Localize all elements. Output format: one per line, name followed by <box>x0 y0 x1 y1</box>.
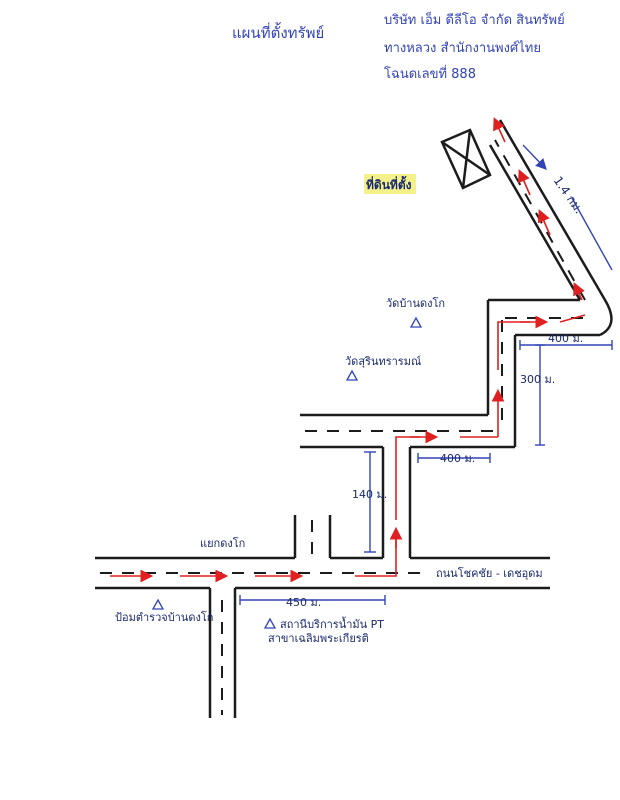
distance-400-mid: 400 ม. <box>440 452 475 465</box>
route-path <box>110 117 586 583</box>
map-title: แผนที่ตั้งทรัพย์ <box>232 22 324 42</box>
station-label-2: สาขาเฉลิมพระเกียรติ <box>268 632 369 645</box>
station-label: สถานีบริการน้ำมัน PT <box>280 616 384 631</box>
temple-2-marker <box>345 369 359 381</box>
temple-2-label: วัดสุรินทรารมณ์ <box>345 355 421 368</box>
property-label: ที่ดินที่ตั้ง <box>366 175 412 192</box>
distance-300: 300 ม. <box>520 373 555 386</box>
police-marker <box>151 598 165 610</box>
distance-top: 1.4 กม. <box>551 174 586 216</box>
station-marker <box>263 617 277 629</box>
distance-450: 450 ม. <box>286 596 321 609</box>
header-line-1: บริษัท เอ็ม ดีลีโอ จำกัด สินทรัพย์ <box>384 10 565 28</box>
header-line-3: โฉนดเลขที่ 888 <box>384 65 476 82</box>
road-network <box>95 119 613 718</box>
header-line-2: ทางหลวง สำนักงานพงศ์ไทย <box>384 40 541 56</box>
property-marker <box>440 128 492 190</box>
distance-140: 140 ม. <box>352 488 387 501</box>
temple-1-label: วัดบ้านดงโก <box>386 296 445 310</box>
property-label-highlight <box>364 174 416 194</box>
district-label: แยกดงโก <box>200 536 245 550</box>
distance-400-upper: 400 ม. <box>548 332 583 345</box>
temple-1-marker <box>409 316 423 328</box>
road-label: ถนนโชคชัย - เดชอุดม <box>436 566 543 580</box>
distance-lines <box>239 144 613 605</box>
police-label: ป้อมตำรวจบ้านดงโก <box>115 610 213 624</box>
